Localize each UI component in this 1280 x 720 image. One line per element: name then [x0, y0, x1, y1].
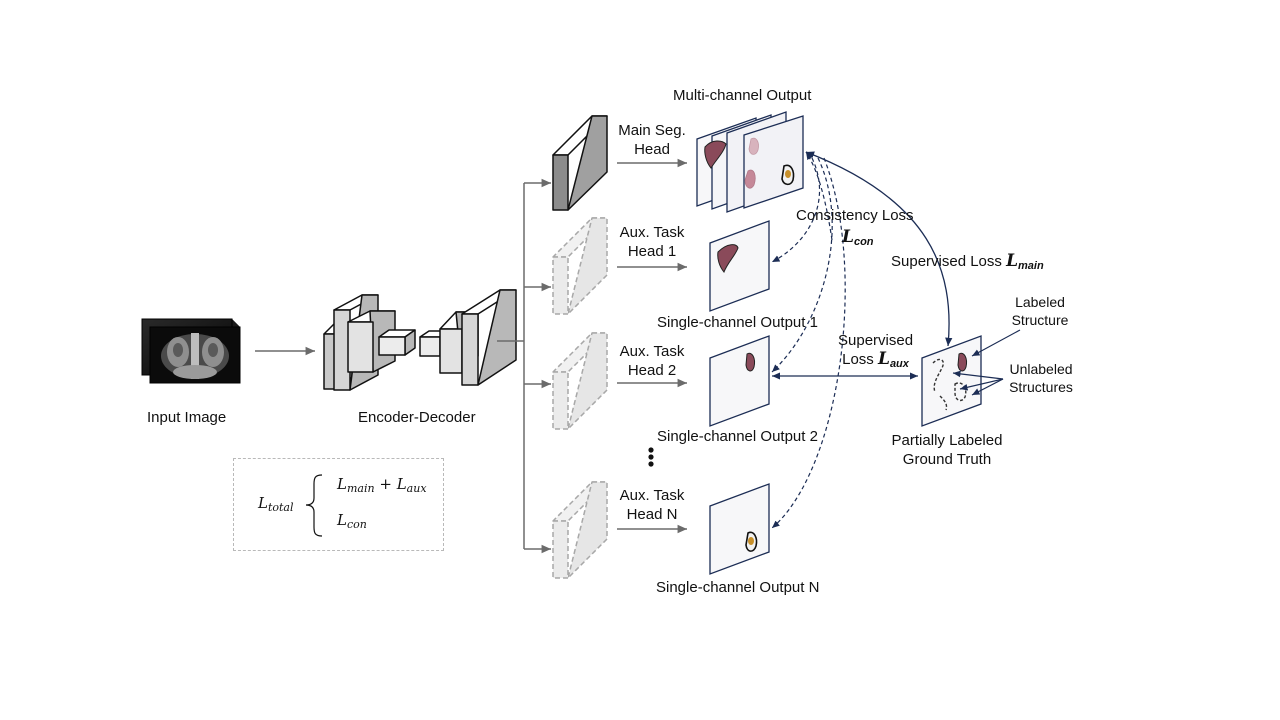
legend-total-symbol: L	[258, 494, 268, 512]
legend-main-symbol: L	[337, 475, 347, 493]
legend-main-sub: main	[346, 482, 375, 495]
aux-head-1-label-line2: Head 1	[627, 243, 677, 260]
single-output-n-label: Single-channel Output N	[656, 579, 820, 596]
aux-head-n-label: Aux. Task Head N	[612, 486, 692, 524]
loss-legend-box	[233, 458, 444, 551]
single-output-2-label: Single-channel Output 2	[657, 428, 818, 445]
single-output-1	[709, 220, 770, 312]
supervised-aux-line2: Loss Laux	[838, 350, 913, 374]
multi-channel-organs	[704, 137, 795, 189]
aux-head-1-label-line1: Aux. Task	[619, 224, 685, 241]
aux-head-2-label-line2: Head 2	[627, 362, 677, 379]
supervised-main-arrow	[805, 151, 953, 347]
single-output-1-label: Single-channel Output 1	[657, 314, 818, 331]
supervised-aux-line1: Supervised	[838, 332, 914, 349]
multi-channel-output-label: Multi-channel Output	[673, 87, 812, 104]
branch-connectors	[497, 178, 551, 554]
input-image	[141, 318, 241, 384]
unlabeled-line1: Unlabeled	[1009, 361, 1073, 377]
consistency-loss-label: Consistency Loss	[796, 207, 914, 224]
ellipsis-dots	[648, 447, 654, 467]
main-head-label: Main Seg. Head	[612, 121, 692, 159]
aux-symbol: L	[877, 349, 890, 369]
legend-main-plus-aux: Lmain + Laux	[337, 475, 427, 498]
supervised-main-text: Supervised Loss	[891, 253, 1002, 270]
aux-head-2-block	[552, 332, 608, 430]
labeled-structure-label: Labeled Structure	[1009, 293, 1071, 329]
legend-aux-symbol: L	[396, 475, 407, 493]
encoder-decoder	[323, 289, 517, 391]
supervised-main-label: Supervised Loss Lmain	[891, 252, 1044, 276]
aux-subscript: aux	[889, 358, 909, 370]
aux-head-n-block	[552, 481, 608, 579]
labeled-line2: Structure	[1011, 312, 1069, 328]
main-head-label-line1: Main Seg.	[618, 122, 686, 139]
head-output-arrows	[617, 158, 687, 534]
legend-aux-sub: aux	[406, 482, 427, 495]
input-image-label: Input Image	[147, 409, 227, 426]
legend-brace	[305, 474, 323, 537]
ground-truth-line1: Partially Labeled	[891, 432, 1003, 449]
main-head-label-line2: Head	[634, 141, 670, 158]
ground-truth-line2: Ground Truth	[902, 451, 992, 468]
unlabeled-structures-label: Unlabeled Structures	[1005, 360, 1077, 396]
aux-head-1-label: Aux. Task Head 1	[612, 223, 692, 261]
legend-con-sub: con	[346, 518, 367, 531]
encoder-decoder-label: Encoder-Decoder	[358, 409, 476, 426]
legend-total-sub: total	[267, 501, 294, 514]
legend-total: Ltotal	[258, 494, 294, 517]
labeled-line1: Labeled	[1015, 294, 1065, 310]
con-symbol: L	[842, 227, 854, 247]
legend-con: Lcon	[337, 511, 367, 534]
structure-pointers	[952, 329, 1021, 396]
supervised-aux-loss-word: Loss	[842, 351, 874, 368]
single-output-2	[709, 335, 770, 427]
aux-head-n-label-line1: Aux. Task	[619, 487, 685, 504]
single-output-n	[709, 483, 770, 575]
main-subscript: main	[1018, 260, 1044, 272]
con-subscript: con	[853, 236, 874, 248]
aux-head-1-block	[552, 217, 608, 315]
ground-truth-frame	[921, 335, 982, 427]
legend-con-symbol: L	[337, 511, 347, 529]
consistency-loss-symbol: Lcon	[842, 228, 874, 252]
aux-head-2-label-line1: Aux. Task	[619, 343, 685, 360]
supervised-aux-label: Supervised Loss Laux	[838, 331, 913, 374]
main-seg-head-block	[552, 115, 608, 211]
ground-truth-label: Partially Labeled Ground Truth	[884, 431, 1010, 469]
legend-plus: +	[379, 475, 392, 493]
aux-head-n-label-line2: Head N	[626, 506, 678, 523]
main-symbol: L	[1006, 251, 1019, 271]
aux-head-2-label: Aux. Task Head 2	[612, 342, 692, 380]
unlabeled-line2: Structures	[1009, 379, 1073, 395]
